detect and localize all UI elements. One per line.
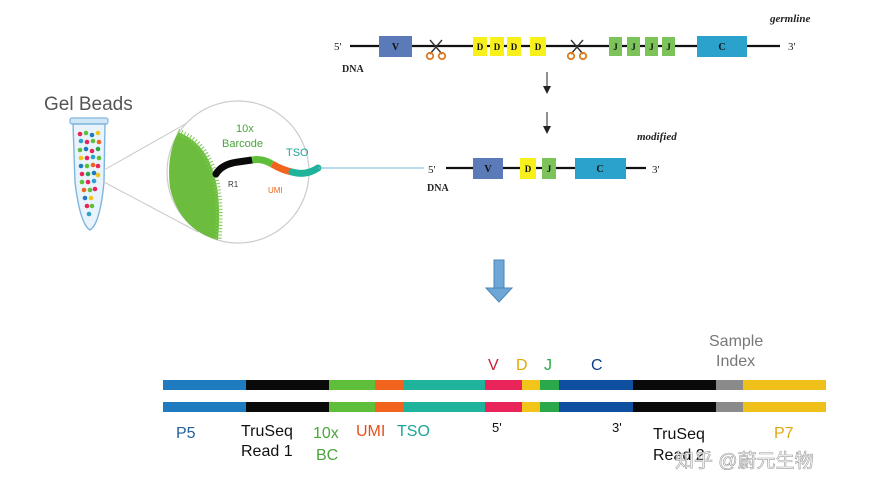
gel-bead-icon xyxy=(169,128,223,241)
library-5-prime: 5' xyxy=(492,420,502,435)
germline-3-prime: 3' xyxy=(788,41,796,53)
svg-text:D: D xyxy=(511,42,518,52)
svg-text:V: V xyxy=(392,42,400,53)
bc-label-b: BC xyxy=(316,447,338,464)
scissors-icon xyxy=(425,39,447,61)
big-down-arrow-icon xyxy=(484,259,514,303)
germline-5-prime: 5' xyxy=(334,41,342,53)
germline-label: germline xyxy=(769,13,810,25)
svg-text:J: J xyxy=(649,42,654,52)
modified-dna-label: DNA xyxy=(427,183,449,194)
library-top-strand xyxy=(163,380,826,390)
watermark: 知乎 @蔚元生物 xyxy=(675,450,814,472)
top-j-label: J xyxy=(544,357,552,374)
tso-label: TSO xyxy=(286,147,309,159)
svg-text:D: D xyxy=(494,42,501,52)
sample-index-label-2: Index xyxy=(716,353,755,370)
svg-text:J: J xyxy=(547,164,552,174)
p5-label: P5 xyxy=(176,425,196,442)
down-arrow-icon xyxy=(543,112,551,134)
bc-label-a: 10x xyxy=(313,425,339,442)
scissors-icon xyxy=(566,39,588,61)
germline-j-segments: J J J J xyxy=(609,37,675,56)
p7-label: P7 xyxy=(774,425,794,442)
zoom-line-top xyxy=(103,117,197,171)
down-arrow-icon xyxy=(543,72,551,94)
truseq-read1-label-a: TruSeq xyxy=(241,423,293,440)
svg-text:J: J xyxy=(631,42,636,52)
svg-text:C: C xyxy=(596,164,603,175)
umi-small-label: UMI xyxy=(268,186,283,195)
modified-j-segment xyxy=(542,158,556,179)
top-d-label: D xyxy=(516,357,528,374)
svg-text:J: J xyxy=(613,42,618,52)
top-v-label: V xyxy=(488,357,499,374)
svg-text:D: D xyxy=(477,42,484,52)
truseq-read2-label-a: TruSeq xyxy=(653,426,705,443)
gel-tube-icon xyxy=(69,117,109,231)
germline-v-segment xyxy=(379,36,412,57)
library-3-prime: 3' xyxy=(612,420,622,435)
oligo-strand xyxy=(212,156,322,178)
svg-text:J: J xyxy=(666,42,671,52)
modified-c-segment xyxy=(575,158,626,179)
svg-text:D: D xyxy=(535,42,542,52)
germline-c-segment xyxy=(697,36,747,57)
gel-beads-title: Gel Beads xyxy=(44,94,133,115)
svg-text:C: C xyxy=(718,42,725,53)
modified-3-prime: 3' xyxy=(652,164,660,176)
zoom-line-bottom xyxy=(103,181,199,233)
modified-d-segment xyxy=(520,158,536,179)
modified-5-prime: 5' xyxy=(428,164,436,176)
r1-label: R1 xyxy=(228,180,239,189)
tso-bottom-label: TSO xyxy=(397,423,430,440)
svg-text:D: D xyxy=(525,164,532,174)
truseq-read2-label-b: Read 2 xyxy=(653,447,705,464)
barcode-label: Barcode xyxy=(222,138,263,150)
barcode-10x-label: 10x xyxy=(236,123,254,135)
modified-label: modified xyxy=(637,131,677,143)
germline-d-segments: D D D D xyxy=(473,37,546,56)
umi-label: UMI xyxy=(356,423,385,440)
truseq-read1-label-b: Read 1 xyxy=(241,443,293,460)
germline-dna-label: DNA xyxy=(342,64,364,75)
top-c-label: C xyxy=(591,357,603,374)
sample-index-label-1: Sample xyxy=(709,333,763,350)
library-bottom-strand xyxy=(163,402,826,412)
svg-text:V: V xyxy=(484,164,492,175)
modified-v-segment xyxy=(473,158,503,179)
